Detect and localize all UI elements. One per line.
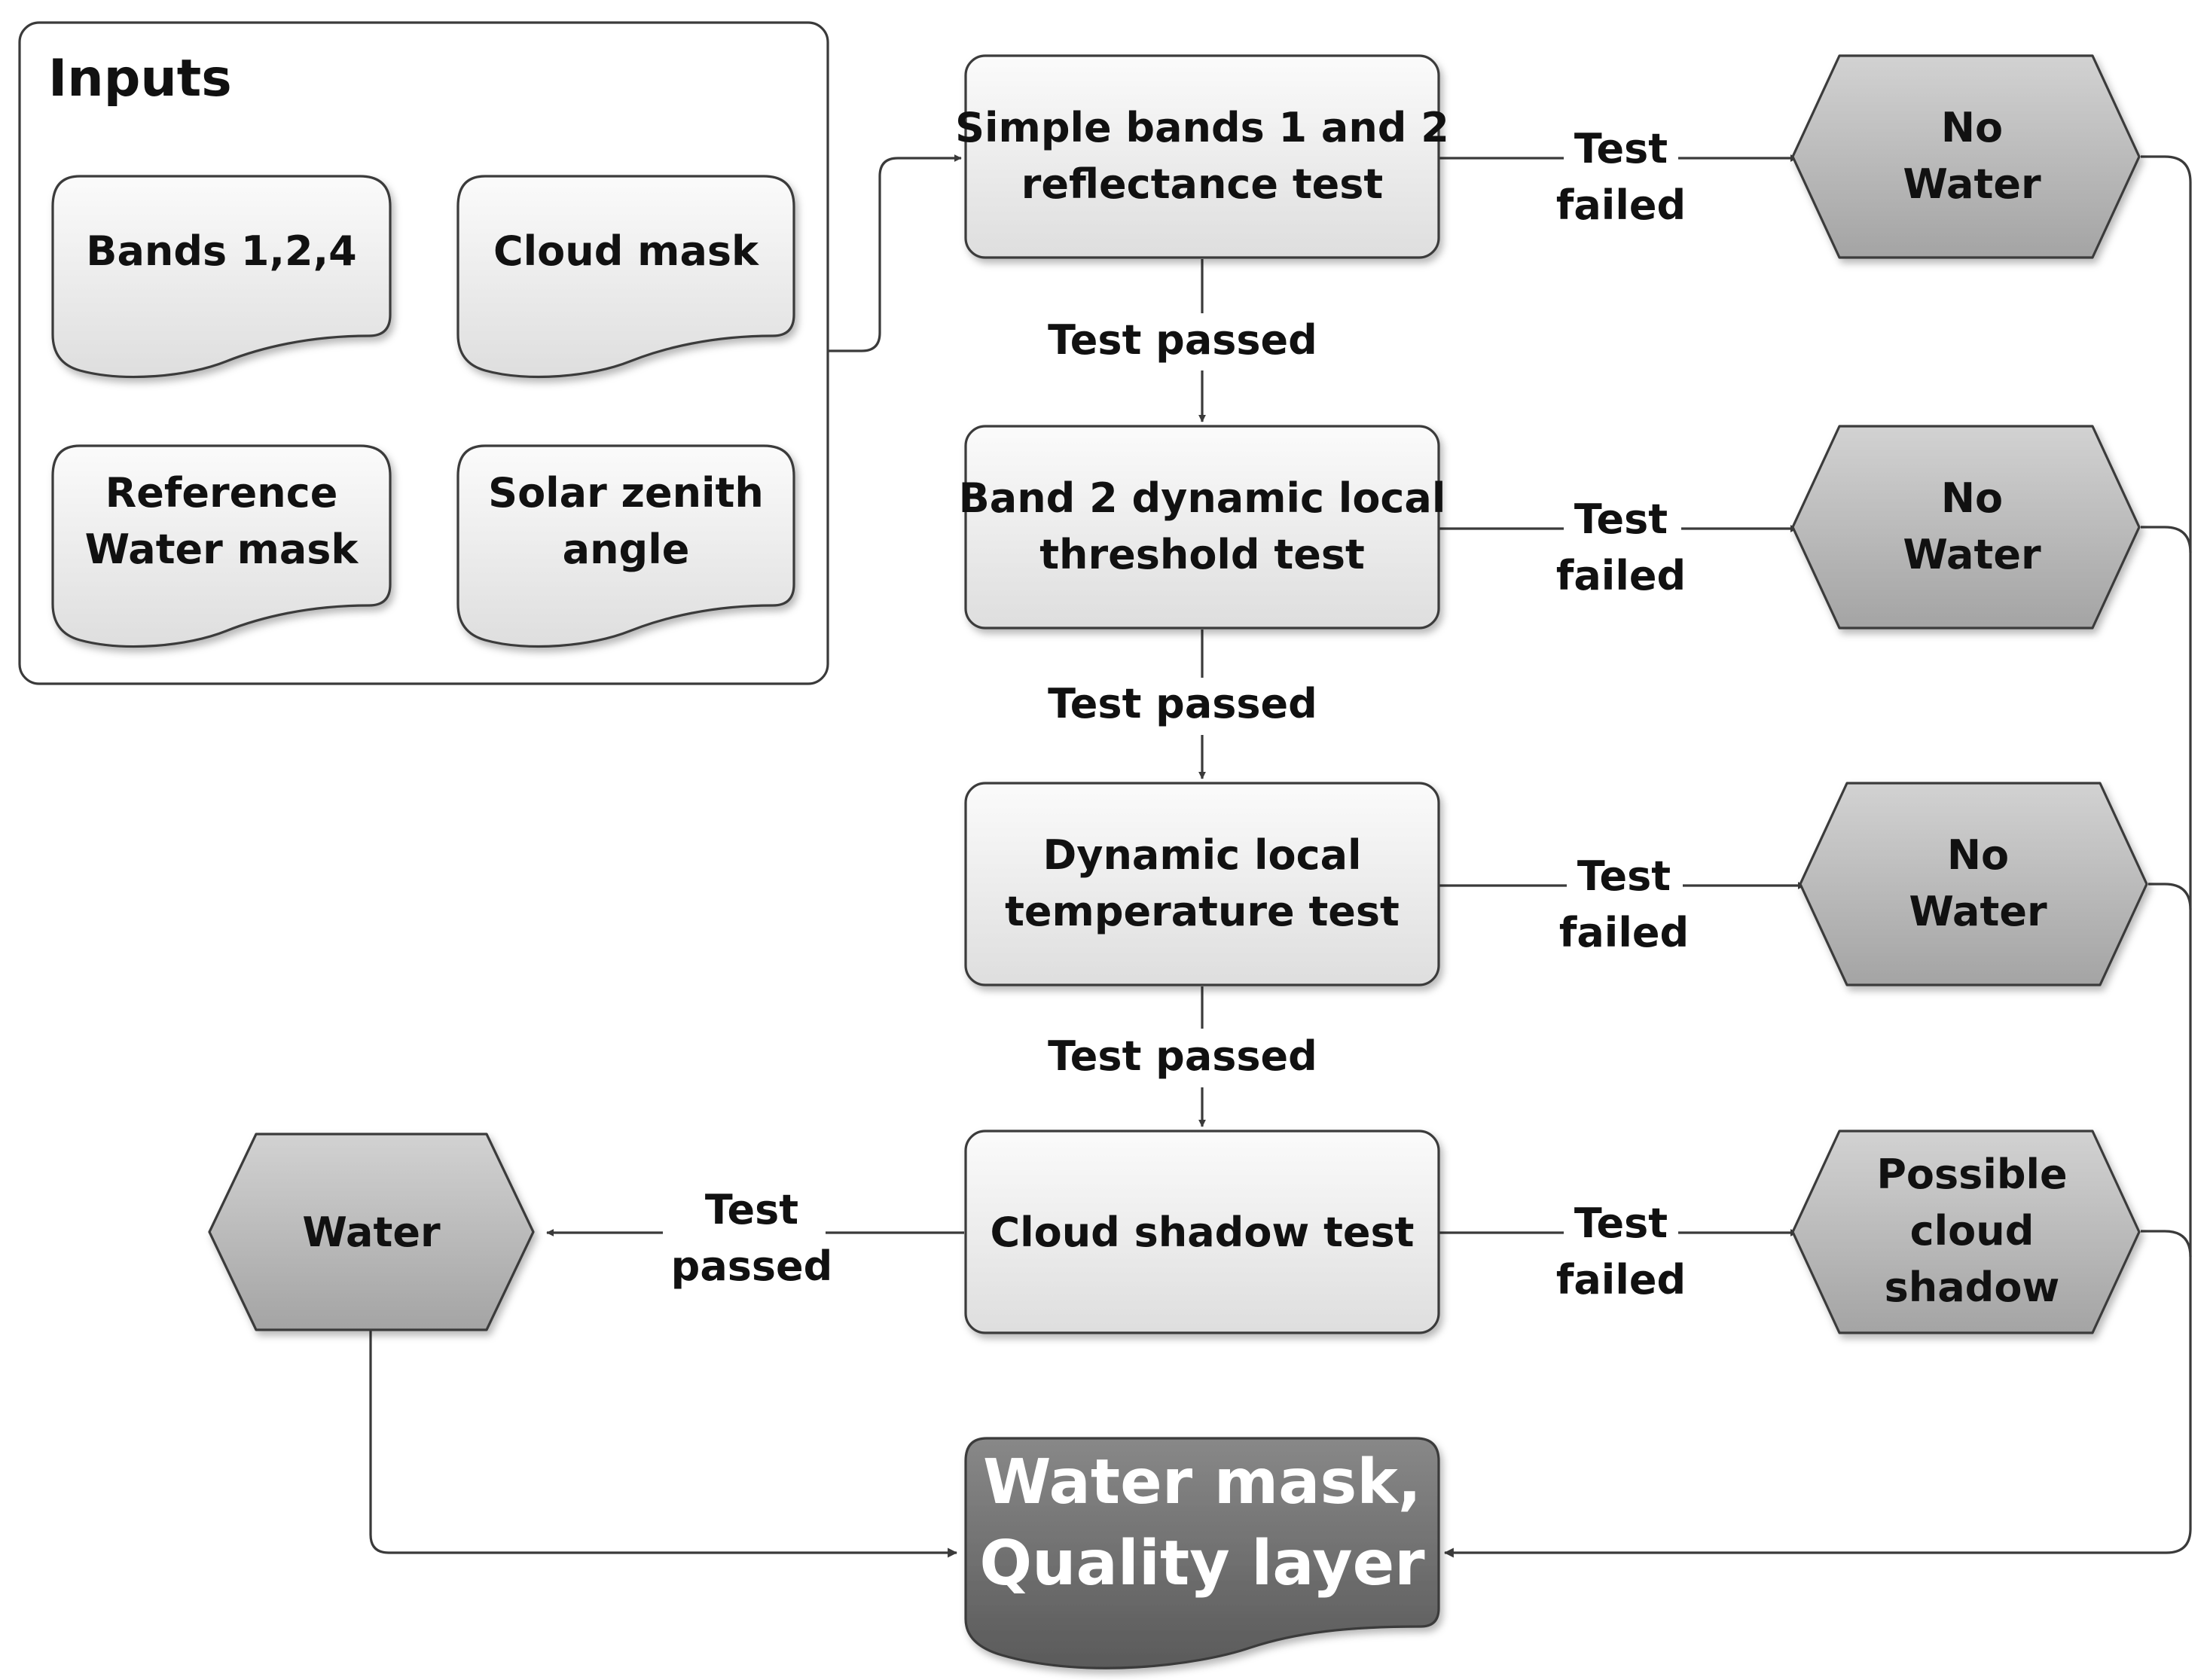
label-test-passed: Test passed <box>1048 1032 1317 1080</box>
input-label: Bands 1,2,4 <box>86 227 356 275</box>
label-test-passed: Test passed <box>1048 316 1317 364</box>
connector-outcome1-stub <box>2141 155 2192 1529</box>
outcome-water: Water <box>208 1133 535 1331</box>
input-cloud-mask: Cloud mask <box>456 175 795 379</box>
connector-outcome3-stub <box>2148 883 2192 910</box>
label-test-passed: Test passed <box>1048 680 1317 727</box>
inputs-title: Inputs <box>48 49 232 108</box>
connector-outcome2-stub <box>2141 526 2192 553</box>
connector-inputs-to-test1 <box>828 154 962 352</box>
connector-outcome4-stub <box>2141 1230 2192 1258</box>
connector-water-to-output <box>369 1330 958 1558</box>
output-water-mask-quality-layer: Water mask,Quality layer <box>964 1437 1440 1669</box>
test-label: Cloud shadow test <box>991 1209 1415 1256</box>
outcome-label: Water <box>302 1209 441 1256</box>
input-bands: Bands 1,2,4 <box>51 175 392 379</box>
output-label: Water mask,Quality layer <box>979 1447 1425 1599</box>
test-box-4: Cloud shadow test <box>964 1130 1440 1334</box>
input-label: Cloud mask <box>493 227 759 275</box>
connector-collector-to-output <box>1443 1528 2192 1558</box>
